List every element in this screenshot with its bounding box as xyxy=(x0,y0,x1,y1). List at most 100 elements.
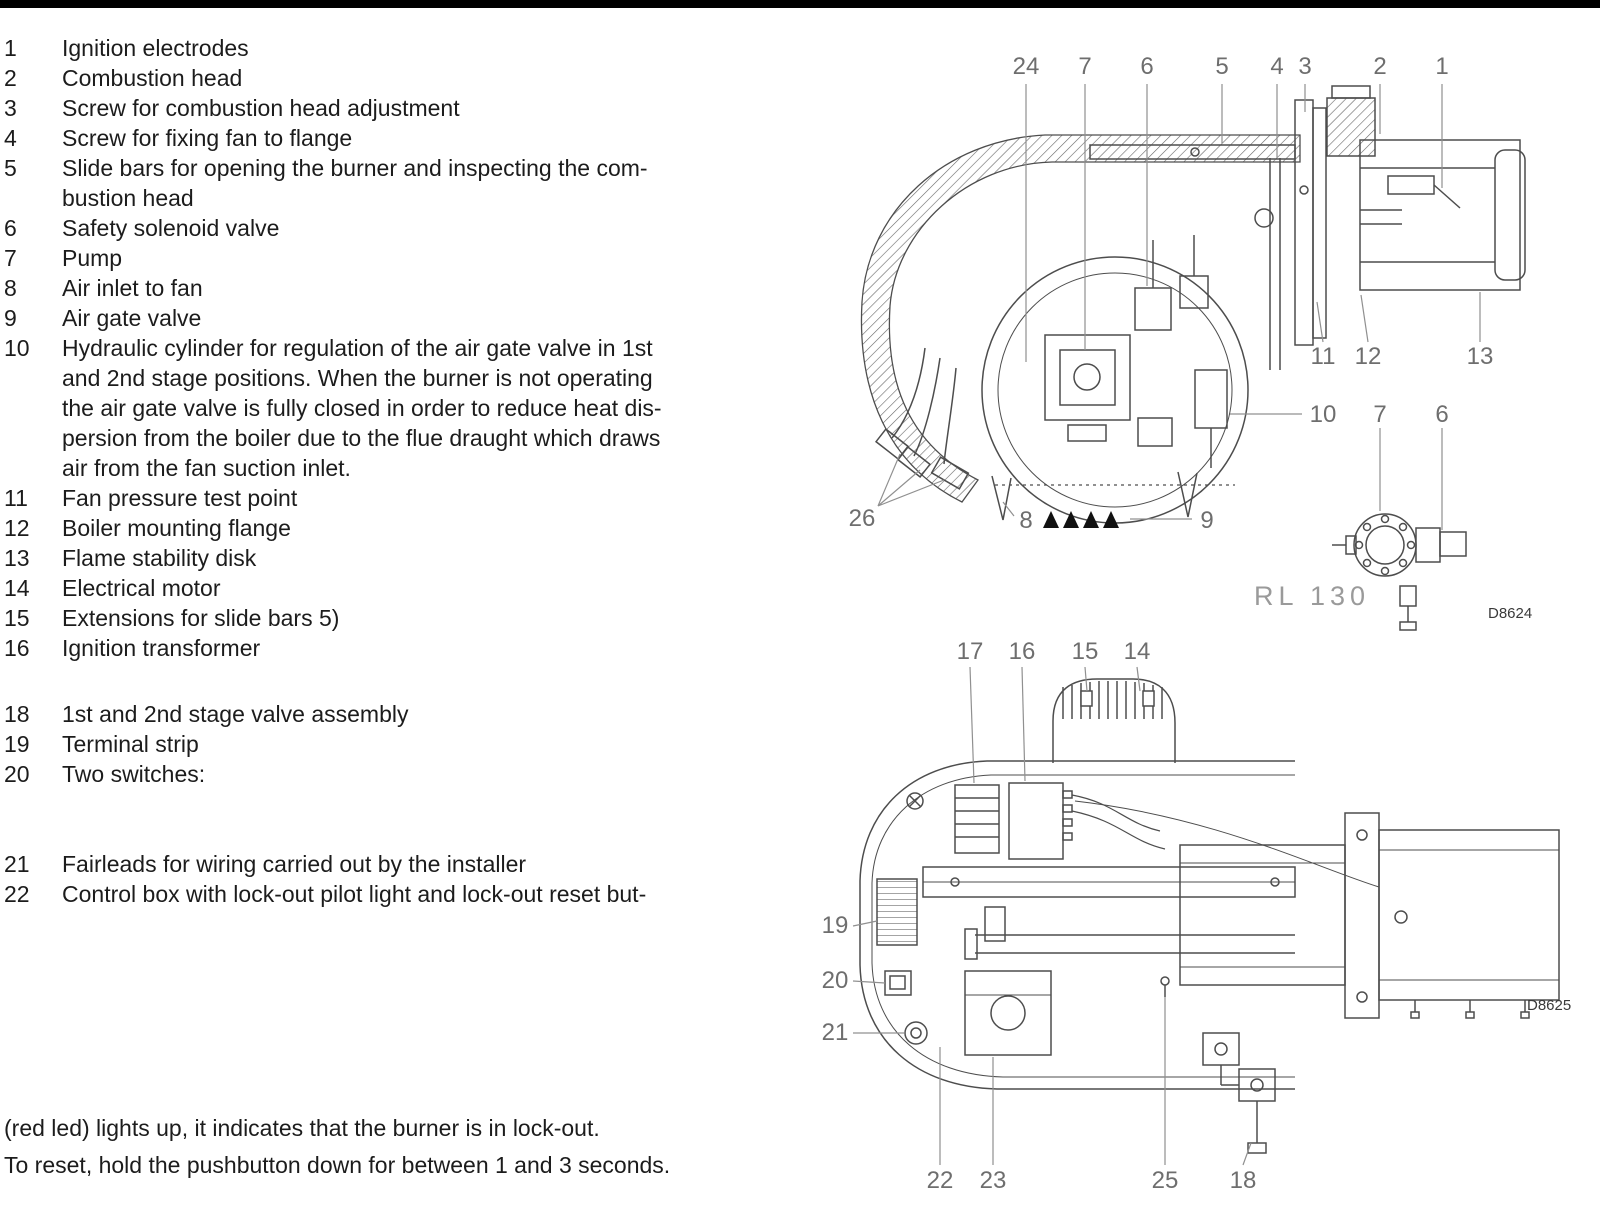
lockout-note-line1: (red led) lights up, it indicates that t… xyxy=(4,1115,600,1141)
item-text: Combustion head xyxy=(62,65,243,91)
callout-label: 11 xyxy=(1311,343,1336,370)
item-number: 11 xyxy=(4,485,28,511)
item-number: 9 xyxy=(4,305,17,331)
parts-list-item: 19 Terminal strip xyxy=(4,729,776,759)
parts-list-item: 14 Electrical motor xyxy=(4,573,776,603)
item-number: 19 xyxy=(4,731,30,757)
parts-list-item: 20 Two switches: xyxy=(4,759,776,789)
parts-list-item: 9 Air gate valve xyxy=(4,303,776,333)
item-text: Ignition electrodes xyxy=(62,35,249,61)
pump-detail-drawing xyxy=(1332,513,1467,631)
callout-label: 19 xyxy=(822,912,849,939)
callout-label: 10 xyxy=(1310,401,1337,428)
callout-label: 4 xyxy=(1270,53,1283,80)
item-number: 13 xyxy=(4,545,30,571)
callout-label: 12 xyxy=(1355,343,1382,370)
item-text: Air gate valve xyxy=(62,305,202,331)
callout-label: 15 xyxy=(1072,638,1099,665)
burner-side-diagram: 24 7 6 5 4 3 2 1 11 12 13 10 7 6 26 8 9 … xyxy=(849,53,1532,631)
item-number: 20 xyxy=(4,761,30,787)
callout-label: 18 xyxy=(1230,1167,1257,1194)
item-text: Screw for combustion head adjustment xyxy=(62,95,460,121)
parts-list-item: 6 Safety solenoid valve xyxy=(4,213,776,243)
item-text: Flame stability disk xyxy=(62,545,257,571)
model-label: RL 130 xyxy=(1254,581,1370,611)
item-number: 7 xyxy=(4,245,17,271)
item-text: Fairleads for wiring carried out by the … xyxy=(62,851,527,877)
item-number: 4 xyxy=(4,125,17,151)
parts-list-item: 8 Air inlet to fan xyxy=(4,273,776,303)
item-text: Terminal strip xyxy=(62,731,199,757)
item-number: 6 xyxy=(4,215,17,241)
callout-label: 6 xyxy=(1435,401,1448,428)
bottom-diagram-callouts: 17 16 15 14 19 20 21 22 23 25 18 xyxy=(822,638,1257,1194)
item-text: Ignition transformer xyxy=(62,635,261,661)
callout-label: 16 xyxy=(1009,638,1036,665)
item-text: Fan pressure test point xyxy=(62,485,298,511)
callout-label: 9 xyxy=(1200,507,1213,534)
item-number: 12 xyxy=(4,515,30,541)
parts-list-item: 13 Flame stability disk xyxy=(4,543,776,573)
item-number: 1 xyxy=(4,35,17,61)
air-inlet-arrows xyxy=(1043,511,1119,528)
leader-lines xyxy=(852,666,1252,1166)
callout-label: 24 xyxy=(1013,53,1040,80)
item-number: 3 xyxy=(4,95,17,121)
item-number: 18 xyxy=(4,701,30,727)
item-number: 22 xyxy=(4,881,30,907)
item-text: Screw for fixing fan to flange xyxy=(62,125,353,151)
parts-list-item: 21 Fairleads for wiring carried out by th… xyxy=(4,849,776,879)
callout-label: 26 xyxy=(849,505,876,532)
parts-list-item: 4 Screw for fixing fan to flange xyxy=(4,123,776,153)
parts-list-item: 22 Control box with lock-out pilot light … xyxy=(4,879,776,909)
callout-label: 3 xyxy=(1298,53,1311,80)
callout-label: 2 xyxy=(1373,53,1386,80)
item-text: Pump xyxy=(62,245,123,271)
parts-list-item: 18 1st and 2nd stage valve assembly xyxy=(4,699,776,729)
callout-label: 21 xyxy=(822,1019,849,1046)
item-text: Air inlet to fan xyxy=(62,275,203,301)
callout-label: 23 xyxy=(980,1167,1007,1194)
callout-label: 6 xyxy=(1140,53,1153,80)
callout-label: 13 xyxy=(1467,343,1494,370)
item-number: 14 xyxy=(4,575,30,601)
callout-label: 22 xyxy=(927,1167,954,1194)
item-text: Safety solenoid valve xyxy=(62,215,280,241)
parts-list-item: 3 Screw for combustion head adjustment xyxy=(4,93,776,123)
leader-lines xyxy=(877,84,1481,530)
figure-id: D8624 xyxy=(1488,605,1532,622)
item-number: 2 xyxy=(4,65,17,91)
parts-list-item: 11 Fan pressure test point xyxy=(4,483,776,513)
parts-list-item: 12 Boiler mounting flange xyxy=(4,513,776,543)
callout-label: 7 xyxy=(1078,53,1091,80)
callout-label: 5 xyxy=(1215,53,1228,80)
item-number: 15 xyxy=(4,605,30,631)
callout-label: 20 xyxy=(822,967,849,994)
item-text: 1st and 2nd stage valve assembly xyxy=(62,701,409,727)
parts-list-item: 1 Ignition electrodes xyxy=(4,33,776,63)
lockout-note-line2: To reset, hold the pushbutton down for b… xyxy=(4,1152,671,1178)
page-top-rule xyxy=(0,0,1600,8)
item-text: Control box with lock-out pilot light an… xyxy=(62,881,647,907)
callout-label: 17 xyxy=(957,638,984,665)
callout-label: 25 xyxy=(1152,1167,1179,1194)
callout-label: 14 xyxy=(1124,638,1151,665)
parts-list-item: 7 Pump xyxy=(4,243,776,273)
item-text: Two switches: xyxy=(62,761,206,787)
item-number: 8 xyxy=(4,275,17,301)
burner-top-diagram: 17 16 15 14 19 20 21 22 23 25 18 D8625 xyxy=(822,638,1572,1194)
callout-label: 1 xyxy=(1435,53,1448,80)
item-text: Boiler mounting flange xyxy=(62,515,291,541)
item-number: 21 xyxy=(4,851,30,877)
item-text: Electrical motor xyxy=(62,575,221,601)
callout-label: 8 xyxy=(1019,507,1032,534)
burner-top-drawing xyxy=(859,678,1560,1154)
callout-label: 7 xyxy=(1373,401,1386,428)
burner-side-drawing xyxy=(860,85,1526,524)
item-text: Slide bars for opening the burner and in… xyxy=(62,155,648,211)
lockout-note: (red led) lights up, it indicates that t… xyxy=(4,1110,794,1184)
